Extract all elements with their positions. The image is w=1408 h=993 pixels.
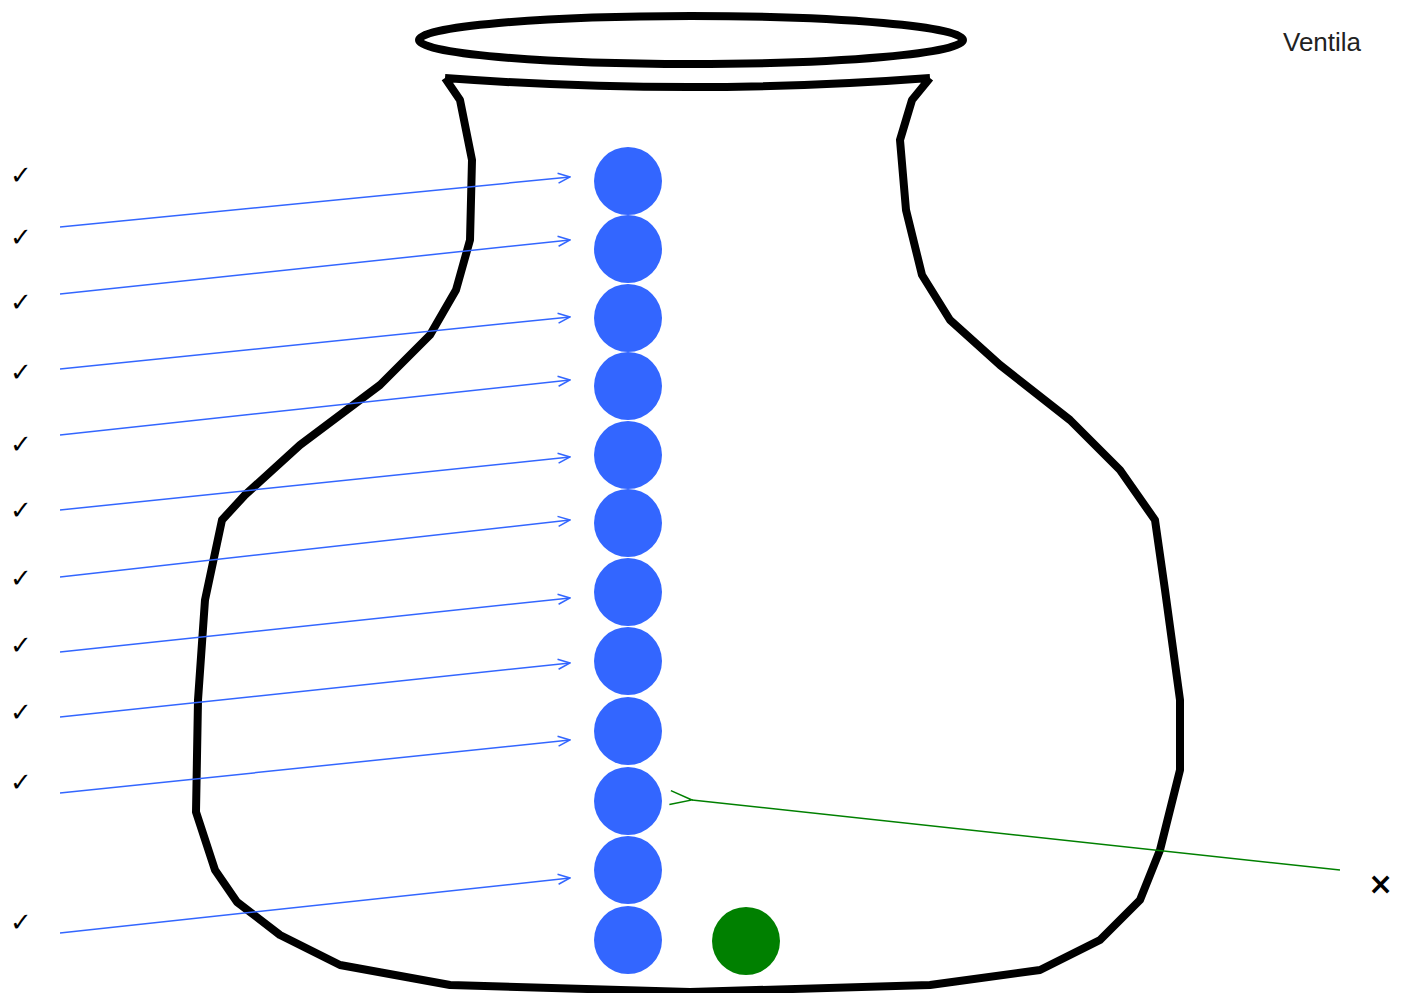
jar-body — [196, 78, 1180, 992]
green-ball — [712, 907, 780, 975]
check-mark: ✓ — [10, 289, 32, 315]
green-arrow — [692, 800, 1340, 870]
check-mark: ✓ — [10, 359, 32, 385]
cross-mark: × — [1368, 869, 1393, 899]
check-mark: ✓ — [10, 431, 32, 457]
check-mark: ✓ — [10, 909, 32, 935]
blue-arrows — [60, 177, 570, 933]
jar-rim — [419, 16, 963, 64]
check-mark: ✓ — [10, 224, 32, 250]
blue-balls — [594, 147, 662, 974]
check-mark: ✓ — [10, 769, 32, 795]
check-mark: ✓ — [10, 497, 32, 523]
cut-title: Ventila — [1283, 29, 1361, 55]
check-mark: ✓ — [10, 162, 32, 188]
check-mark: ✓ — [10, 699, 32, 725]
check-mark: ✓ — [10, 632, 32, 658]
check-mark: ✓ — [10, 565, 32, 591]
